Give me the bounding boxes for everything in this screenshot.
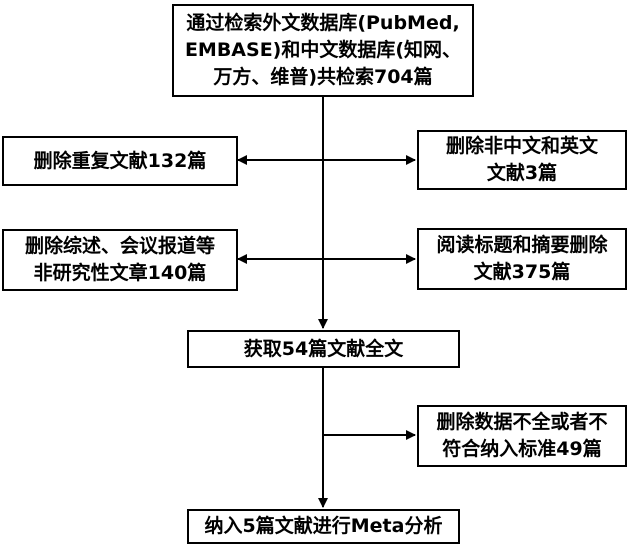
search-line-2: EMBASE)和中文数据库(知网、 xyxy=(184,39,462,61)
non-research-line-1: 删除综述、会议报道等 xyxy=(24,235,215,257)
dedup-box: 删除重复文献132篇 xyxy=(2,136,238,186)
incomplete-label: 删除数据不全或者不 符合纳入标准49篇 xyxy=(436,409,607,463)
title-abstract-line-1: 阅读标题和摘要删除 xyxy=(436,234,608,256)
non-chinese-english-line-1: 删除非中文和英文 xyxy=(445,135,598,157)
fulltext-box: 获取54篇文献全文 xyxy=(187,330,460,368)
non-chinese-english-line-2: 文献3篇 xyxy=(486,162,558,184)
included-line-1: 纳入5篇文献进行Meta分析 xyxy=(204,515,443,537)
search-box: 通过检索外文数据库(PubMed, EMBASE)和中文数据库(知网、 万方、维… xyxy=(172,4,474,97)
non-chinese-english-box: 删除非中文和英文 文献3篇 xyxy=(417,130,627,190)
dedup-line-1: 删除重复文献132篇 xyxy=(33,149,207,172)
non-research-box: 删除综述、会议报道等 非研究性文章140篇 xyxy=(2,229,238,291)
fulltext-line-1: 获取54篇文献全文 xyxy=(243,337,404,360)
incomplete-box: 删除数据不全或者不 符合纳入标准49篇 xyxy=(417,405,627,467)
included-box: 纳入5篇文献进行Meta分析 xyxy=(187,509,460,544)
fulltext-label: 获取54篇文献全文 xyxy=(244,336,403,363)
non-research-line-2: 非研究性文章140篇 xyxy=(33,262,207,284)
title-abstract-box: 阅读标题和摘要删除 文献375篇 xyxy=(417,228,627,290)
incomplete-line-1: 删除数据不全或者不 xyxy=(436,411,608,433)
title-abstract-line-2: 文献375篇 xyxy=(473,261,571,283)
search-line-3: 万方、维普)共检索704篇 xyxy=(213,66,433,88)
non-chinese-english-label: 删除非中文和英文 文献3篇 xyxy=(446,133,598,187)
incomplete-line-2: 符合纳入标准49篇 xyxy=(442,438,602,460)
search-line-1: 通过检索外文数据库(PubMed, xyxy=(186,12,460,34)
non-research-label: 删除综述、会议报道等 非研究性文章140篇 xyxy=(25,233,215,287)
included-label: 纳入5篇文献进行Meta分析 xyxy=(205,513,443,540)
dedup-label: 删除重复文献132篇 xyxy=(34,148,207,175)
title-abstract-label: 阅读标题和摘要删除 文献375篇 xyxy=(436,232,607,286)
search-label: 通过检索外文数据库(PubMed, EMBASE)和中文数据库(知网、 万方、维… xyxy=(185,10,461,91)
